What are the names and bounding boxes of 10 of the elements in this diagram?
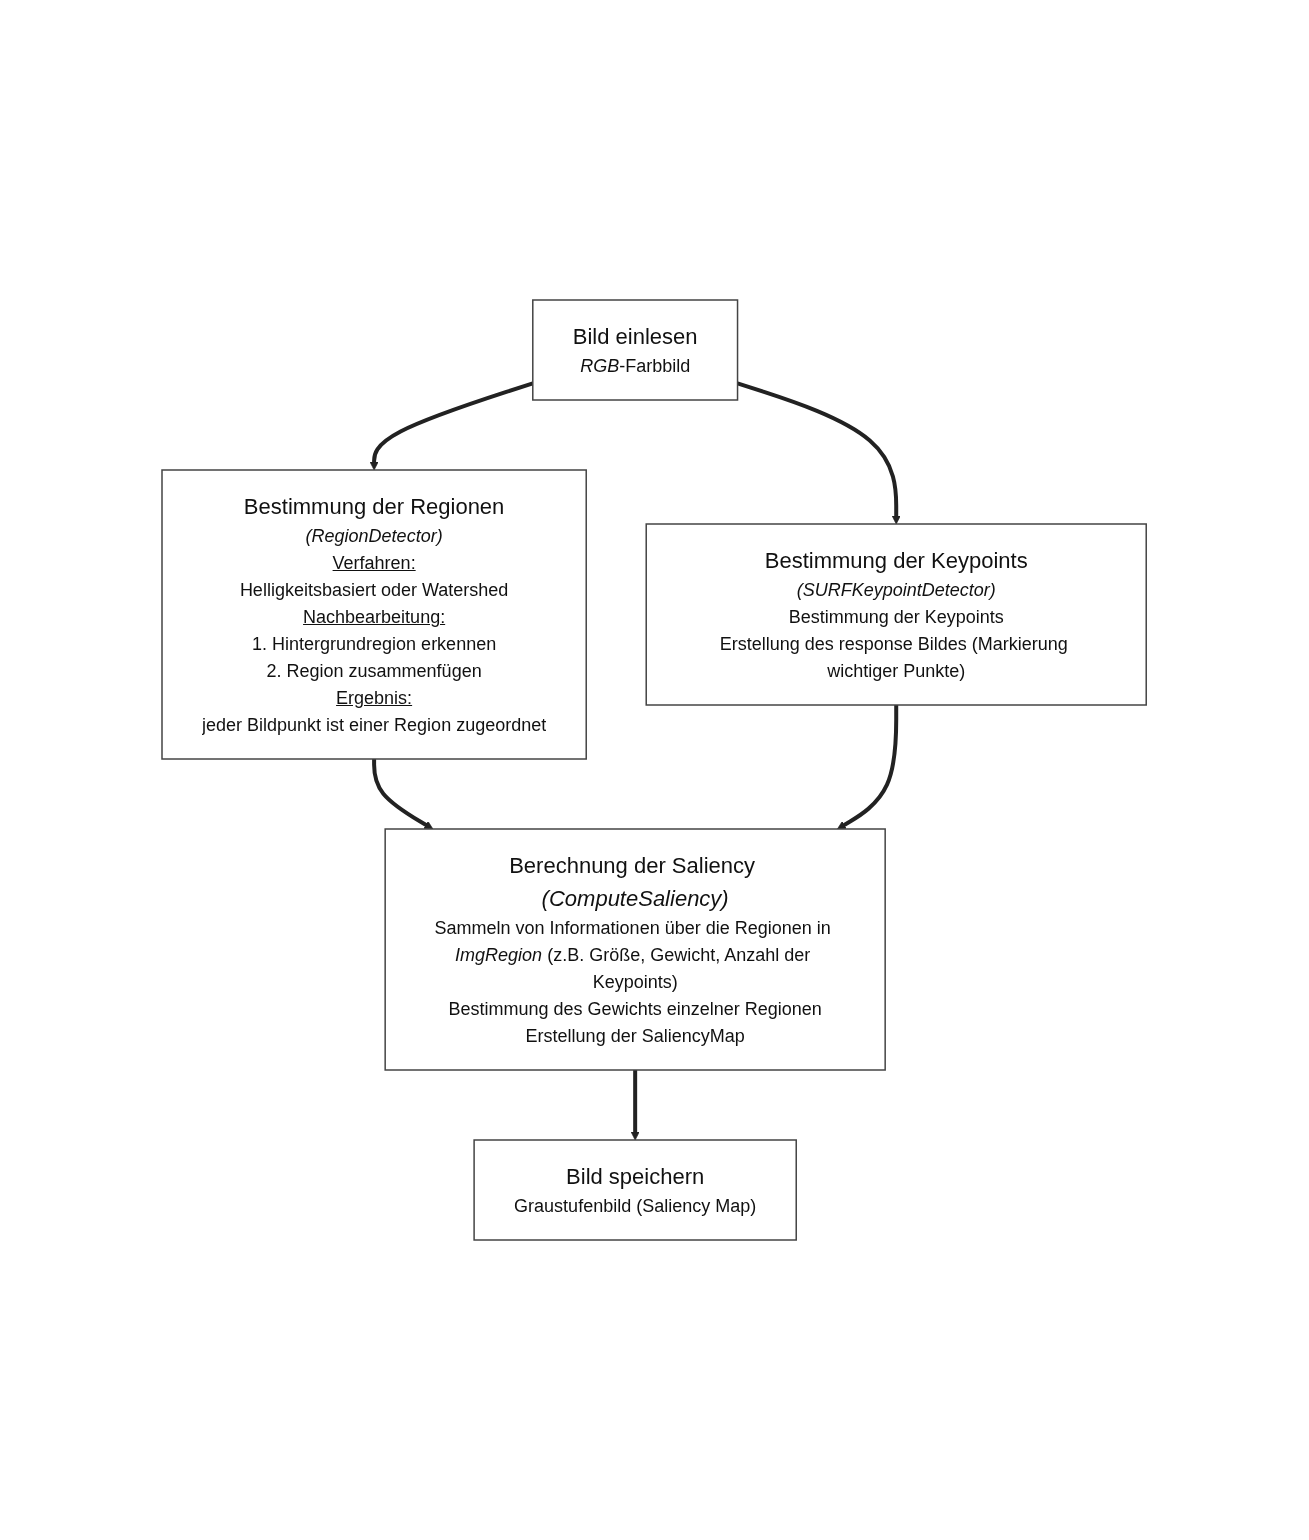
- node-box: Bestimmung der Regionen (RegionDetector) Verfahren: Helligkeitsbasiert oder Watershed Nachbearbeitung: 1. Hintergrundregion erkennen 2. Region zusammenfügen Ergebnis: jeder Bildpunkt ist einer Region zugeordnet: [161, 469, 588, 760]
- arrow: [370, 381, 534, 471]
- arrow: [737, 381, 901, 525]
- node-box: Bild speichern Graustufenbild (Saliency Map): [473, 1139, 798, 1241]
- node-box: Bestimmung der Keypoints (SURFKeypointDetector) Bestimmung der Keypoints Erstellung des response Bildes (Markierung wichtiger Punkte): [645, 523, 1148, 706]
- arrow: [631, 1070, 640, 1141]
- node-box: Berechnung der Saliency (ComputeSaliency) Sammeln von Informationen über die Regionen in ImgRegion (z.B. Größe, Gewicht, Anzahl der Keypoints) Bestimmung des Gewichts einzelner Regionen Erstellung der SaliencyMap: [384, 828, 887, 1071]
- node-box: Bild einlesen RGB-Farbbild: [532, 299, 739, 401]
- arrow: [837, 705, 899, 830]
- arrow: [372, 759, 434, 830]
